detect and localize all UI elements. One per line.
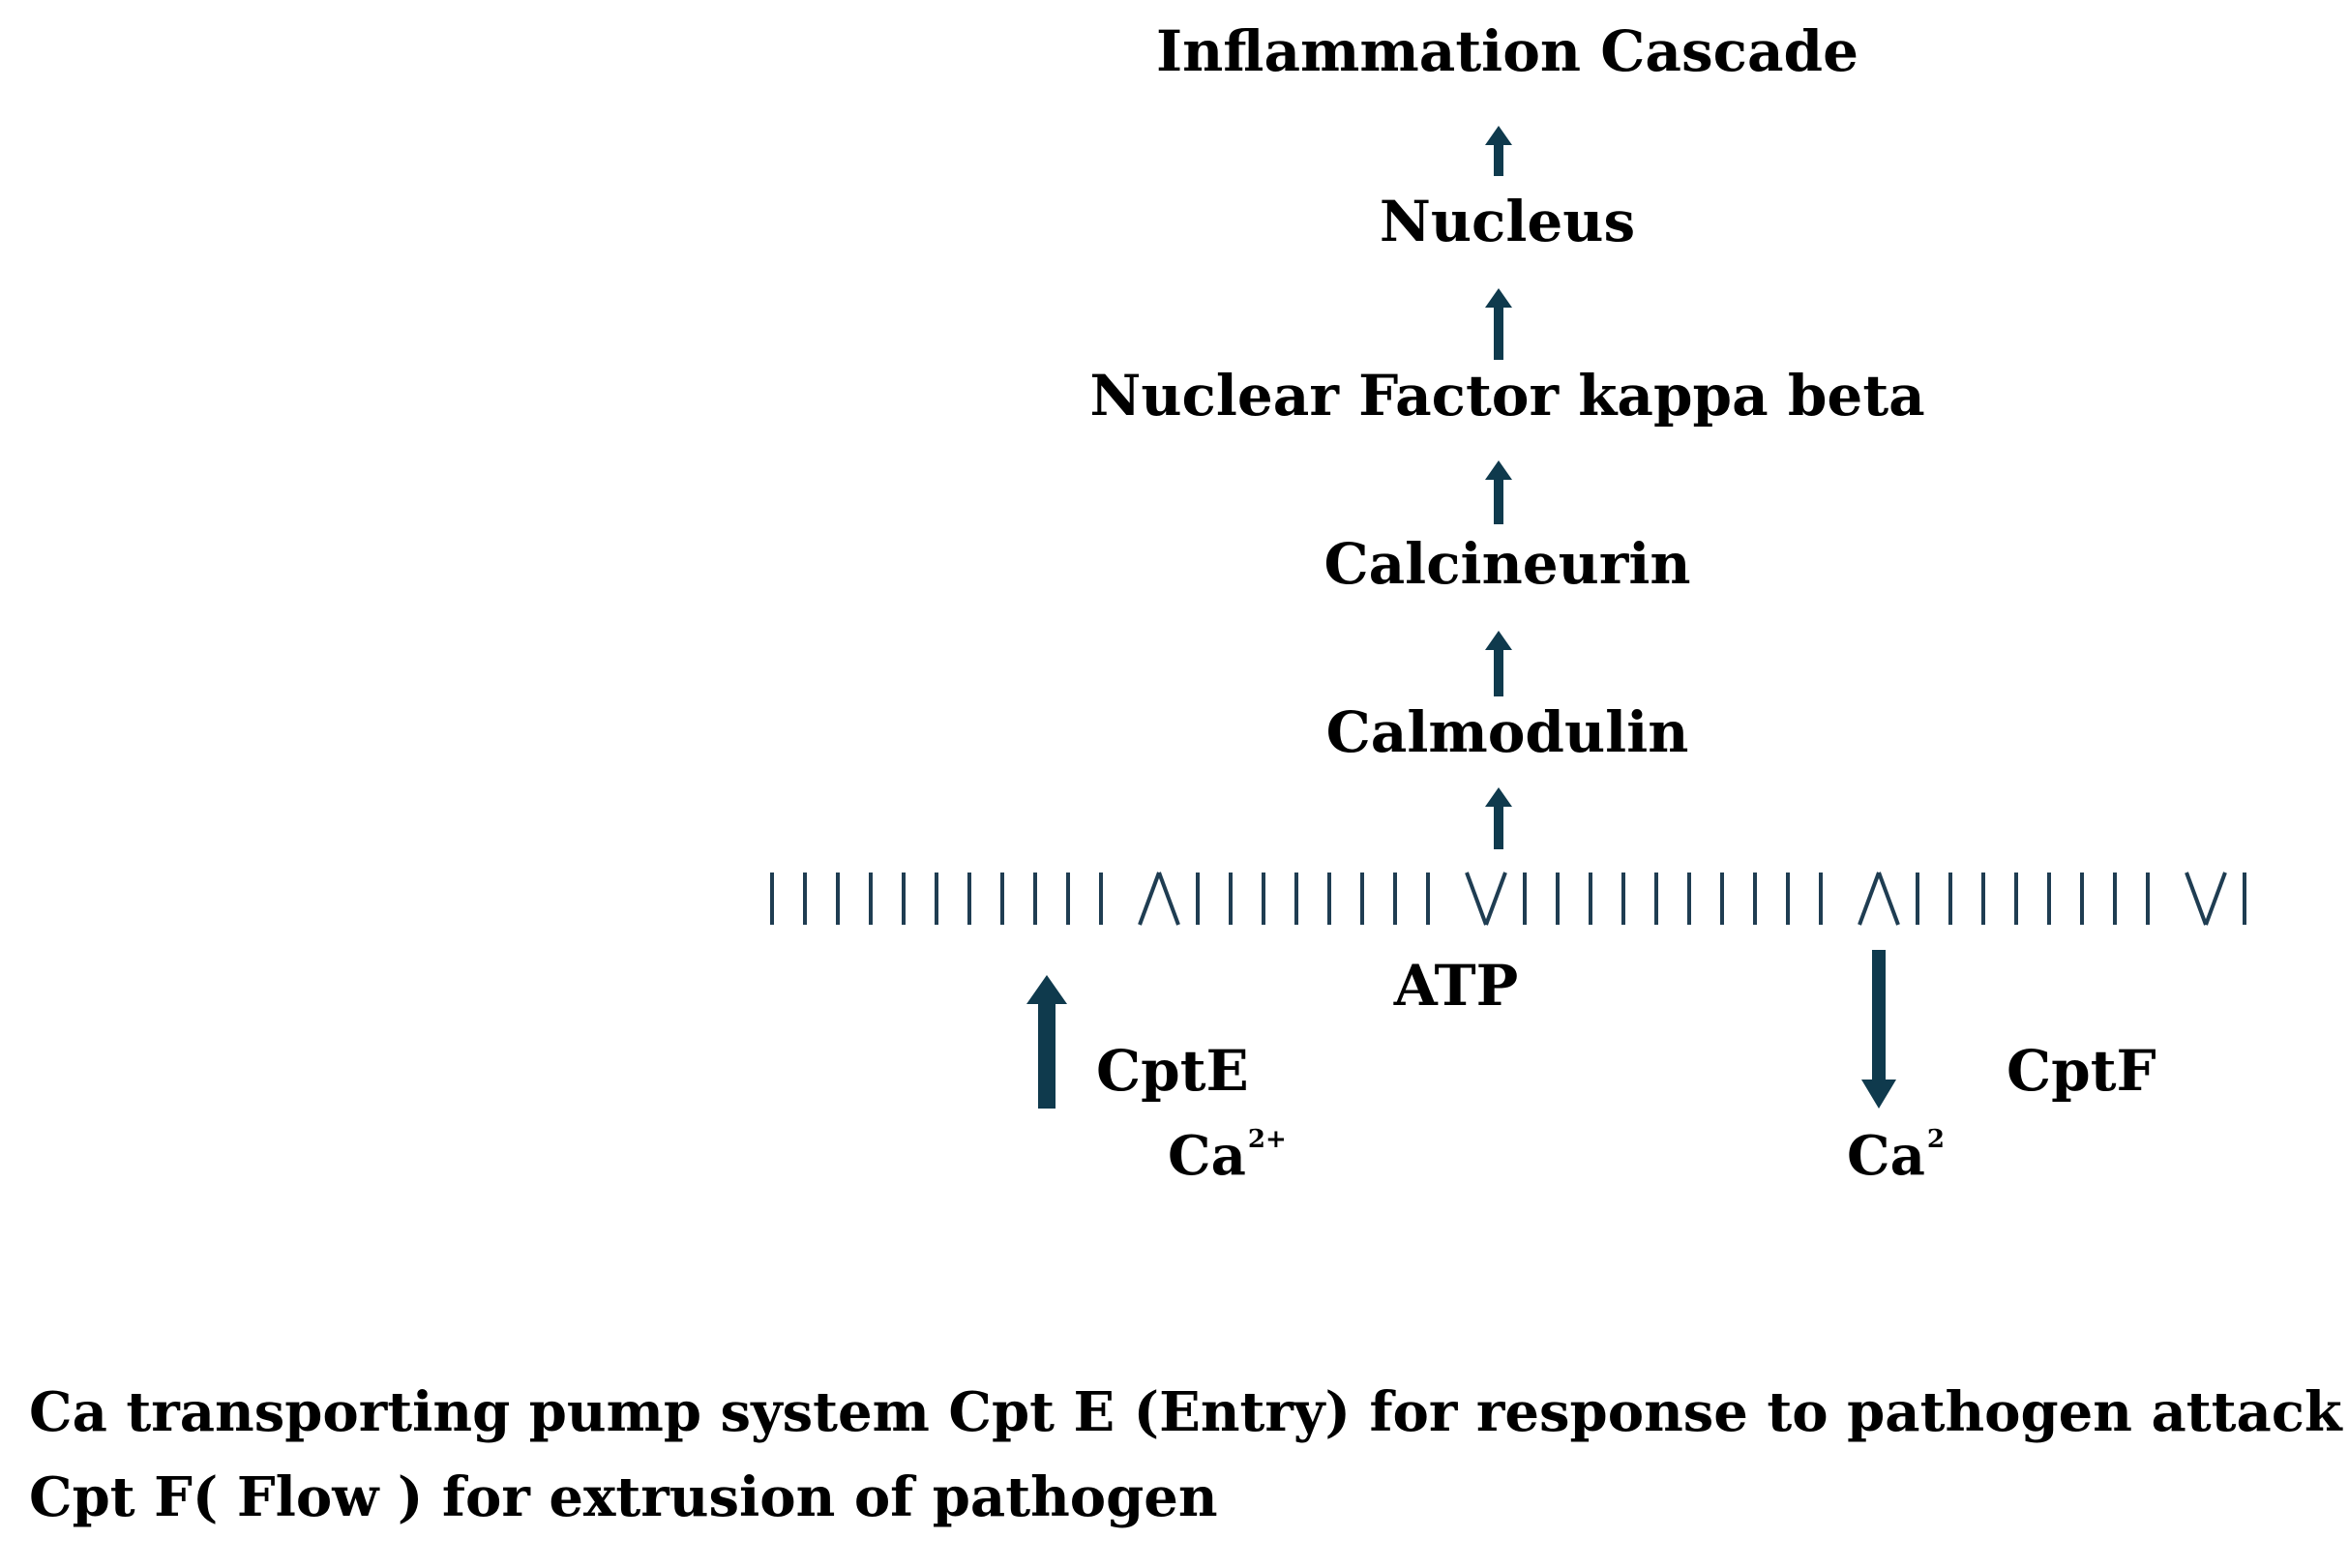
arrow-up-icon — [1485, 126, 1512, 176]
caption-line-2: Cpt F( Flow ) for extrusion of pathogen — [29, 1465, 1218, 1529]
cpte-label: CptE — [1096, 1038, 1249, 1104]
ca-flow-arrow-icon — [1861, 950, 1896, 1109]
arrow-up-icon — [1485, 631, 1512, 696]
atp-label: ATP — [1393, 953, 1519, 1019]
ca-entry-ion-label: Ca2+ — [1168, 1127, 1287, 1183]
nuclear-factor-kappa-beta-label: Nuclear Factor kappa beta — [1089, 363, 1925, 429]
membrane-channel-closed-stroke — [1465, 872, 1488, 926]
arrow-up-icon — [1485, 787, 1512, 849]
ca-entry-ion-charge: 2+ — [1247, 1125, 1287, 1154]
inflammation-cascade-label: Inflammation Cascade — [1156, 18, 1858, 84]
membrane-channel-open-stroke — [1157, 872, 1180, 926]
membrane-channel-open-stroke — [1858, 872, 1881, 926]
nucleus-label: Nucleus — [1379, 189, 1636, 254]
calcineurin-label: Calcineurin — [1323, 531, 1691, 597]
cell-membrane — [770, 872, 2246, 926]
arrow-up-icon — [1485, 460, 1512, 524]
membrane-channel-open-stroke — [1877, 872, 1900, 926]
ca-entry-arrow-icon — [1026, 975, 1067, 1109]
membrane-channel-open-stroke — [1138, 872, 1161, 926]
caption-line-1: Ca transporting pump system Cpt E (Entry… — [29, 1380, 2342, 1444]
membrane-channel-closed-stroke — [2204, 872, 2227, 926]
ca-flow-ion-symbol: Ca — [1847, 1124, 1925, 1188]
cptf-label: CptF — [2007, 1038, 2156, 1104]
ca-flow-ion-charge: 2 — [1926, 1125, 1945, 1154]
membrane-channel-closed-stroke — [1484, 872, 1507, 926]
membrane-channel-closed-stroke — [2185, 872, 2208, 926]
ca-flow-ion-label: Ca2 — [1847, 1127, 1945, 1183]
ca-entry-ion-symbol: Ca — [1168, 1124, 1246, 1188]
arrow-up-icon — [1485, 288, 1512, 360]
calmodulin-label: Calmodulin — [1325, 699, 1689, 765]
